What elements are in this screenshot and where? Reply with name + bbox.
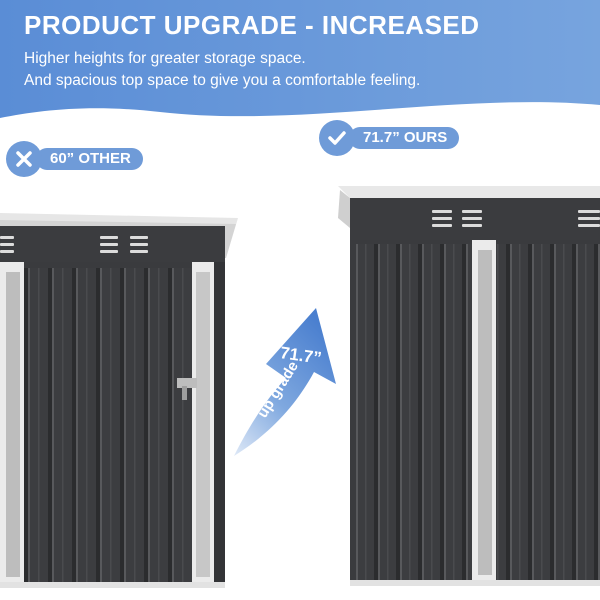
banner-subtitle-line-2: And spacious top space to give you a com… xyxy=(24,72,421,89)
other-height-label: 60” OTHER xyxy=(36,148,143,170)
up-arrow-icon xyxy=(234,308,336,456)
banner-background xyxy=(0,0,600,118)
x-icon xyxy=(6,141,42,177)
ours-height-badge: 71.7” OURS xyxy=(319,120,460,156)
other-height-badge: 60” OTHER xyxy=(6,141,143,177)
banner-subtitle-line-1: Higher heights for greater storage space… xyxy=(24,50,306,67)
ours-height-label: 71.7” OURS xyxy=(349,127,460,149)
banner-title: PRODUCT UPGRADE - INCREASED xyxy=(24,10,480,40)
checkmark-icon xyxy=(319,120,355,156)
header-banner: PRODUCT UPGRADE - INCREASED Higher heigh… xyxy=(0,0,600,130)
